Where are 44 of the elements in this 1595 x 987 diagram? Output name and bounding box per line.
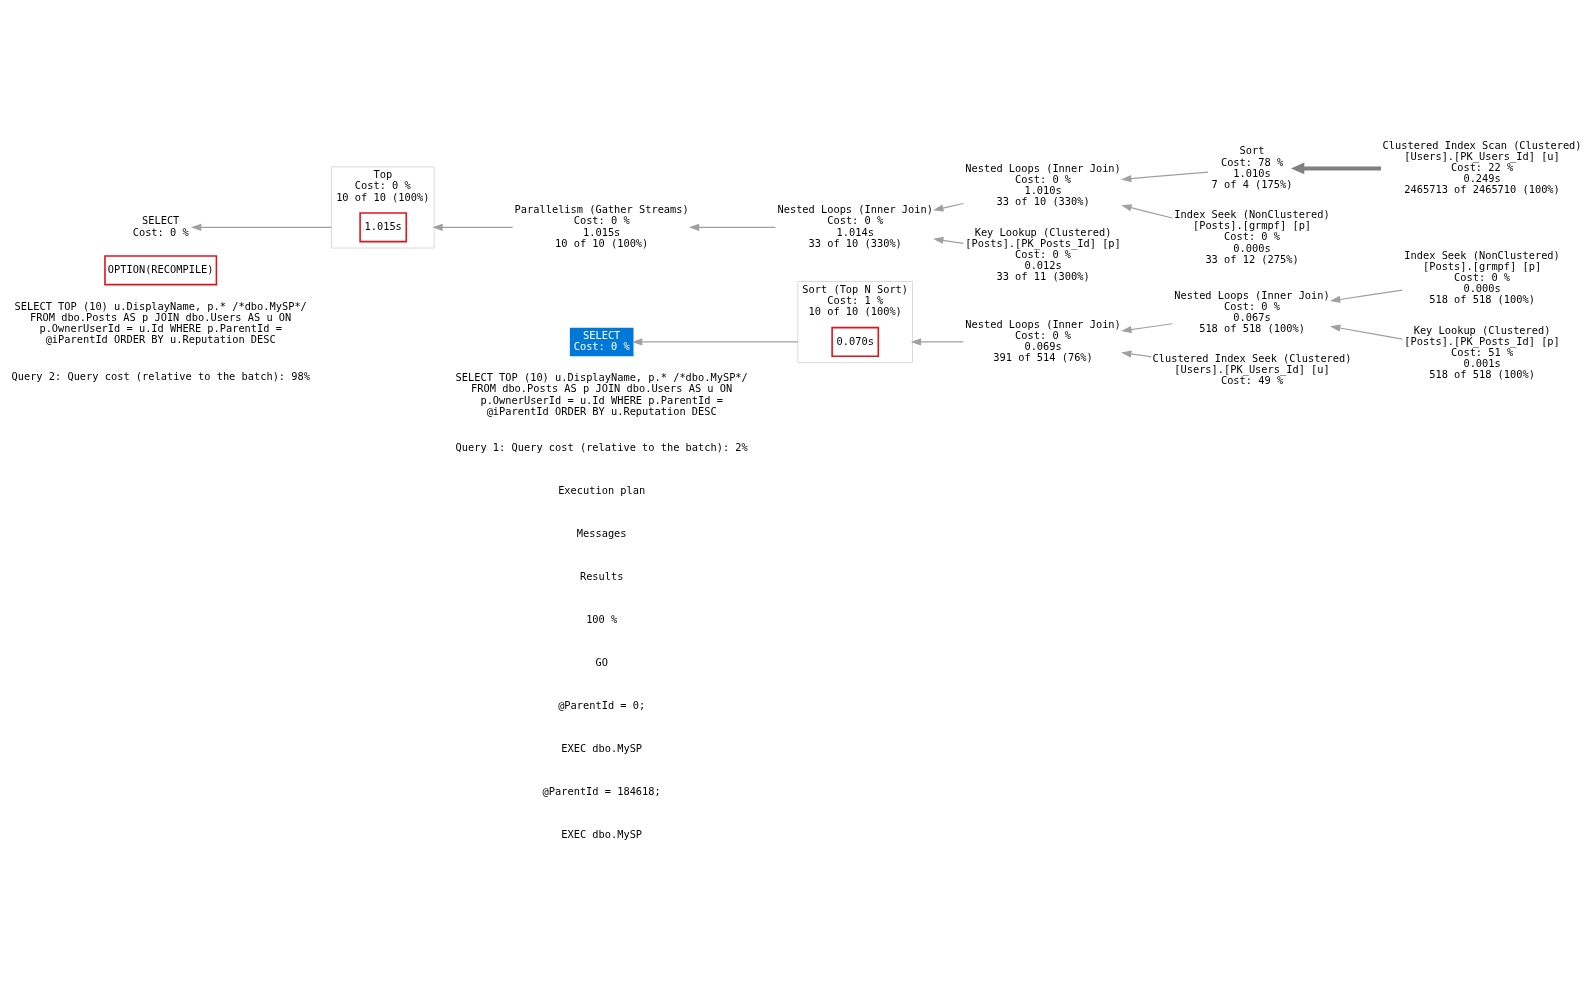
label: GO (595, 655, 608, 668)
arrow (1290, 162, 1382, 174)
label: Query 2: Query cost (relative to the batch): 98% (11, 369, 310, 382)
node-text: SELECT Cost: 0 % (132, 213, 189, 238)
arrow (1329, 289, 1403, 303)
label: 100 % (586, 612, 618, 625)
arrow (1121, 171, 1209, 182)
node-text: Nested Loops (Inner Join) Cost: 0 % 1.010s 33 of 10 (330%) (965, 161, 1121, 207)
label: Results (579, 569, 624, 582)
node-text: Nested Loops (Inner Join) Cost: 0 % 0.067s 518 of 518 (100%) (1174, 288, 1330, 334)
label: @ParentId = 0; (558, 698, 646, 711)
arrow (1121, 203, 1173, 219)
node-text: Key Lookup (Clustered) [Posts].[PK_Posts_Id] [p] Cost: 51 % 0.001s 518 of 518 (100%) (1404, 323, 1560, 380)
node-text: Nested Loops (Inner Join) Cost: 0 % 0.069s 391 of 514 (76%) (965, 317, 1121, 363)
node-text: Clustered Index Seek (Clustered) [Users].[PK_Users_Id] [u] Cost: 49 % (1152, 351, 1352, 386)
label: Query 1: Query cost (relative to the batch): 2% (455, 440, 748, 453)
arrow (1121, 322, 1173, 333)
arrow (190, 223, 333, 231)
node-box: OPTION(RECOMPILE) (104, 254, 218, 285)
label: SELECT TOP (10) u.DisplayName, p.* /*dbo.MySP*/ FROM dbo.Posts AS p JOIN dbo.Users AS u ON p.OwnerUserId = u.Id WHERE p.ParentId = @iParentId ORDER BY u.Reputation DESC (14, 299, 307, 345)
arrow (1121, 349, 1152, 358)
node-text: Nested Loops (Inner Join) Cost: 0 % 1.014s 33 of 10 (330%) (777, 202, 933, 249)
label: EXEC dbo.MySP (561, 827, 643, 840)
node-box: 1.015s (359, 211, 408, 242)
label: EXEC dbo.MySP (561, 741, 643, 754)
node-box: 0.070s (831, 326, 880, 357)
arrow (631, 337, 799, 346)
label: Execution plan (558, 483, 646, 496)
label: SELECT TOP (10) u.DisplayName, p.* /*dbo.MySP*/ FROM dbo.Posts AS p JOIN dbo.Users AS u ON p.OwnerUserId = u.Id WHERE p.ParentId = @iParentId ORDER BY u.Reputation DESC (455, 370, 748, 417)
node-text: Index Seek (NonClustered) [Posts].[grmpf] [p] Cost: 0 % 0.000s 33 of 12 (275%) (1174, 207, 1330, 265)
arrow (688, 223, 776, 231)
node-text: Parallelism (Gather Streams) Cost: 0 % 1.015s 10 of 10 (100%) (514, 202, 689, 249)
node-text: Sort Cost: 78 % 1.010s 7 of 4 (175%) (1211, 143, 1293, 190)
node-box: SELECT Cost: 0 % (569, 327, 634, 356)
arrow (933, 236, 964, 244)
node-text: Index Seek (NonClustered) [Posts].[grmpf] [p] Cost: 0 % 0.000s 518 of 518 (100%) (1404, 248, 1560, 305)
arrow (1330, 323, 1403, 340)
label: Messages (576, 526, 627, 539)
arrow (910, 337, 964, 346)
node-text: Clustered Index Scan (Clustered) [Users].[PK_Users_Id] [u] Cost: 22 % 0.249s 2465713 of 2465710 (100%) (1382, 138, 1582, 195)
arrow (432, 223, 514, 231)
label: @ParentId = 184618; (542, 784, 661, 797)
arrow (933, 202, 964, 211)
node-text: Key Lookup (Clustered) [Posts].[PK_Posts_Id] [p] Cost: 0 % 0.012s 33 of 11 (300%) (965, 225, 1121, 282)
